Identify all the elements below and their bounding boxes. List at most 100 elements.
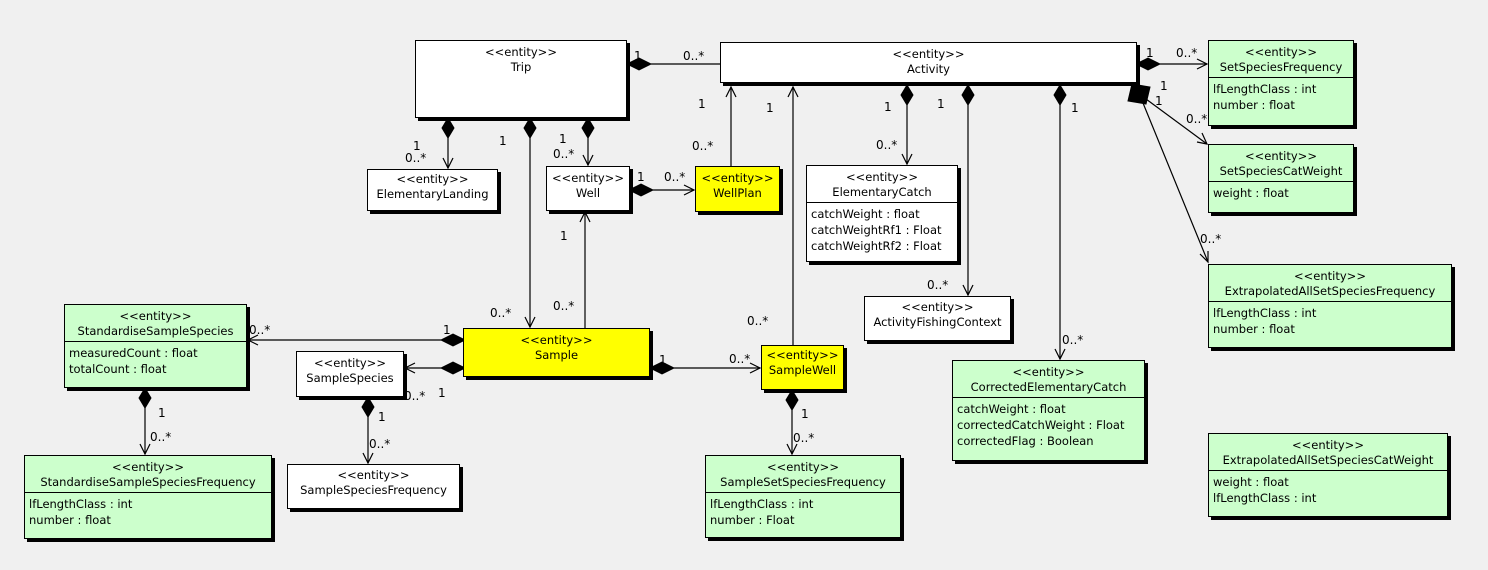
composition-diamond xyxy=(1134,57,1162,71)
open-arrowhead xyxy=(524,316,536,329)
entity-stereotype: <<entity>> xyxy=(520,333,593,347)
open-arrowhead xyxy=(362,452,374,465)
entity-stereotype: <<entity>> xyxy=(1294,269,1366,283)
entity-attributes: lfLengthClass : int number : float xyxy=(25,492,271,531)
attribute: number : float xyxy=(29,513,111,527)
entity-stereotype: <<entity>> xyxy=(892,47,965,61)
composition-diamond xyxy=(648,361,676,375)
entity-name: Well xyxy=(575,186,601,200)
assoc-trip-sample: 1 0..* xyxy=(490,117,537,329)
attribute: correctedFlag : Boolean xyxy=(957,434,1094,448)
entity-elementary-catch[interactable]: <<entity>> ElementaryCatch catchWeight :… xyxy=(806,165,958,262)
entity-elementary-landing[interactable]: <<entity>> ElementaryLanding xyxy=(367,169,498,211)
entity-extrapolated-all-set-species-cat-weight[interactable]: <<entity>> ExtrapolatedAllSetSpeciesCatW… xyxy=(1208,433,1448,517)
composition-diamond xyxy=(439,361,467,375)
multiplicity-label: 1 xyxy=(413,139,421,153)
entity-name: SampleSetSpeciesFrequency xyxy=(720,475,886,489)
multiplicity-label: 0..* xyxy=(1176,46,1197,60)
multiplicity-label: 0..* xyxy=(1200,232,1221,246)
attribute: number : float xyxy=(1213,98,1295,112)
open-arrowhead xyxy=(1199,251,1209,264)
composition-diamond xyxy=(361,396,375,418)
assoc-activity-extrapolated-frequency: 1 0..* xyxy=(1142,94,1221,264)
multiplicity-label: 0..* xyxy=(404,389,425,403)
entity-stereotype: <<entity>> xyxy=(1245,149,1317,163)
entity-name: Trip xyxy=(510,60,532,74)
open-arrowhead xyxy=(139,443,151,456)
entity-stereotype: <<entity>> xyxy=(766,348,839,362)
multiplicity-label: 1 xyxy=(1146,46,1154,60)
entity-well-plan[interactable]: <<entity>> WellPlan xyxy=(695,166,780,212)
entity-name: ExtrapolatedAllSetSpeciesCatWeight xyxy=(1222,453,1434,467)
multiplicity-label: 1 xyxy=(659,353,667,367)
entity-name: ElementaryCatch xyxy=(832,185,932,199)
entity-standardise-sample-species[interactable]: <<entity>> StandardiseSampleSpecies meas… xyxy=(64,304,247,388)
entity-attributes: lfLengthClass : int number : float xyxy=(1209,77,1353,116)
composition-diamond xyxy=(627,183,655,197)
open-arrowhead xyxy=(1054,348,1066,361)
open-arrowhead xyxy=(403,362,416,374)
assoc-well-wellplan: 1 0..* xyxy=(627,170,696,197)
entity-activity-fishing-context[interactable]: <<entity>> ActivityFishingContext xyxy=(864,296,1011,341)
composition-diamond xyxy=(785,389,799,411)
entity-attributes: lfLengthClass : int number : float xyxy=(1209,301,1451,340)
multiplicity-label: 0..* xyxy=(490,306,511,320)
attribute: lfLengthClass : int xyxy=(1213,82,1317,96)
composition-diamond xyxy=(439,333,467,347)
composition-diamond xyxy=(441,117,455,139)
entity-standardise-sample-species-frequency[interactable]: <<entity>> StandardiseSampleSpeciesFrequ… xyxy=(24,455,272,539)
multiplicity-label: 0..* xyxy=(553,147,574,161)
entity-set-species-cat-weight[interactable]: <<entity>> SetSpeciesCatWeight weight : … xyxy=(1208,144,1354,213)
attribute: catchWeight : float xyxy=(811,207,920,221)
multiplicity-label: 0..* xyxy=(664,170,685,184)
entity-stereotype: <<entity>> xyxy=(119,309,192,323)
multiplicity-label: 1 xyxy=(634,49,642,63)
assoc-activity-elementary-catch: 1 0..* xyxy=(876,84,914,166)
entity-attributes: weight : float xyxy=(1209,181,1353,204)
open-arrowhead xyxy=(442,157,454,170)
entity-stereotype: <<entity>> xyxy=(337,468,410,482)
entity-sample-set-species-frequency[interactable]: <<entity>> SampleSetSpeciesFrequency lfL… xyxy=(705,455,901,538)
multiplicity-label: 0..* xyxy=(405,151,426,165)
multiplicity-label: 1 xyxy=(884,100,892,114)
attribute: weight : float xyxy=(1213,475,1289,489)
multiplicity-label: 1 xyxy=(443,323,451,337)
entity-stereotype: <<entity>> xyxy=(767,460,839,474)
multiplicity-label: 0..* xyxy=(1186,112,1207,126)
composition-diamond xyxy=(1053,84,1067,106)
entity-sample-well[interactable]: <<entity>> SampleWell xyxy=(761,345,844,390)
entity-attributes: weight : float lfLengthClass : int xyxy=(1209,470,1447,509)
entity-attributes: lfLengthClass : int number : Float xyxy=(706,492,900,531)
entity-name: Activity xyxy=(906,62,950,76)
assoc-activity-set-species-frequency: 1 0..* xyxy=(1134,46,1209,71)
entity-well[interactable]: <<entity>> Well xyxy=(546,166,630,211)
entity-trip[interactable]: <<entity>> Trip xyxy=(415,40,627,118)
multiplicity-label: 1 xyxy=(1071,101,1079,115)
entity-sample-species-frequency[interactable]: <<entity>> SampleSpeciesFrequency xyxy=(287,464,460,509)
multiplicity-label: 1 xyxy=(158,406,166,420)
entity-sample[interactable]: <<entity>> Sample xyxy=(463,328,650,377)
assoc-trip-elementary-landing: 1 0..* xyxy=(405,117,455,170)
composition-diamond xyxy=(1127,83,1151,105)
open-arrowhead xyxy=(901,153,913,166)
entity-corrected-elementary-catch[interactable]: <<entity>> CorrectedElementaryCatch catc… xyxy=(952,360,1145,461)
assoc-trip-well: 1 0..* xyxy=(553,117,595,167)
attribute: catchWeightRf1 : Float xyxy=(811,223,942,237)
entity-set-species-frequency[interactable]: <<entity>> SetSpeciesFrequency lfLengthC… xyxy=(1208,40,1354,126)
multiplicity-label: 0..* xyxy=(553,299,574,313)
entity-name: StandardiseSampleSpeciesFrequency xyxy=(40,475,256,489)
open-arrowhead xyxy=(749,362,762,374)
entity-sample-species[interactable]: <<entity>> SampleSpecies xyxy=(296,351,404,397)
entity-activity[interactable]: <<entity>> Activity xyxy=(720,42,1137,83)
assoc-sample-species-frequency: 1 0..* xyxy=(361,396,390,465)
entity-stereotype: <<entity>> xyxy=(1245,45,1317,59)
entity-stereotype: <<entity>> xyxy=(901,300,974,314)
attribute: catchWeightRf2 : Float xyxy=(811,239,942,253)
attribute: lfLengthClass : int xyxy=(1213,306,1317,320)
multiplicity-label: 1 xyxy=(560,229,568,243)
assoc-sample-sample-species: 1 0..* xyxy=(403,361,467,403)
open-arrowhead xyxy=(962,284,974,297)
entity-extrapolated-all-set-species-frequency[interactable]: <<entity>> ExtrapolatedAllSetSpeciesFreq… xyxy=(1208,264,1452,348)
